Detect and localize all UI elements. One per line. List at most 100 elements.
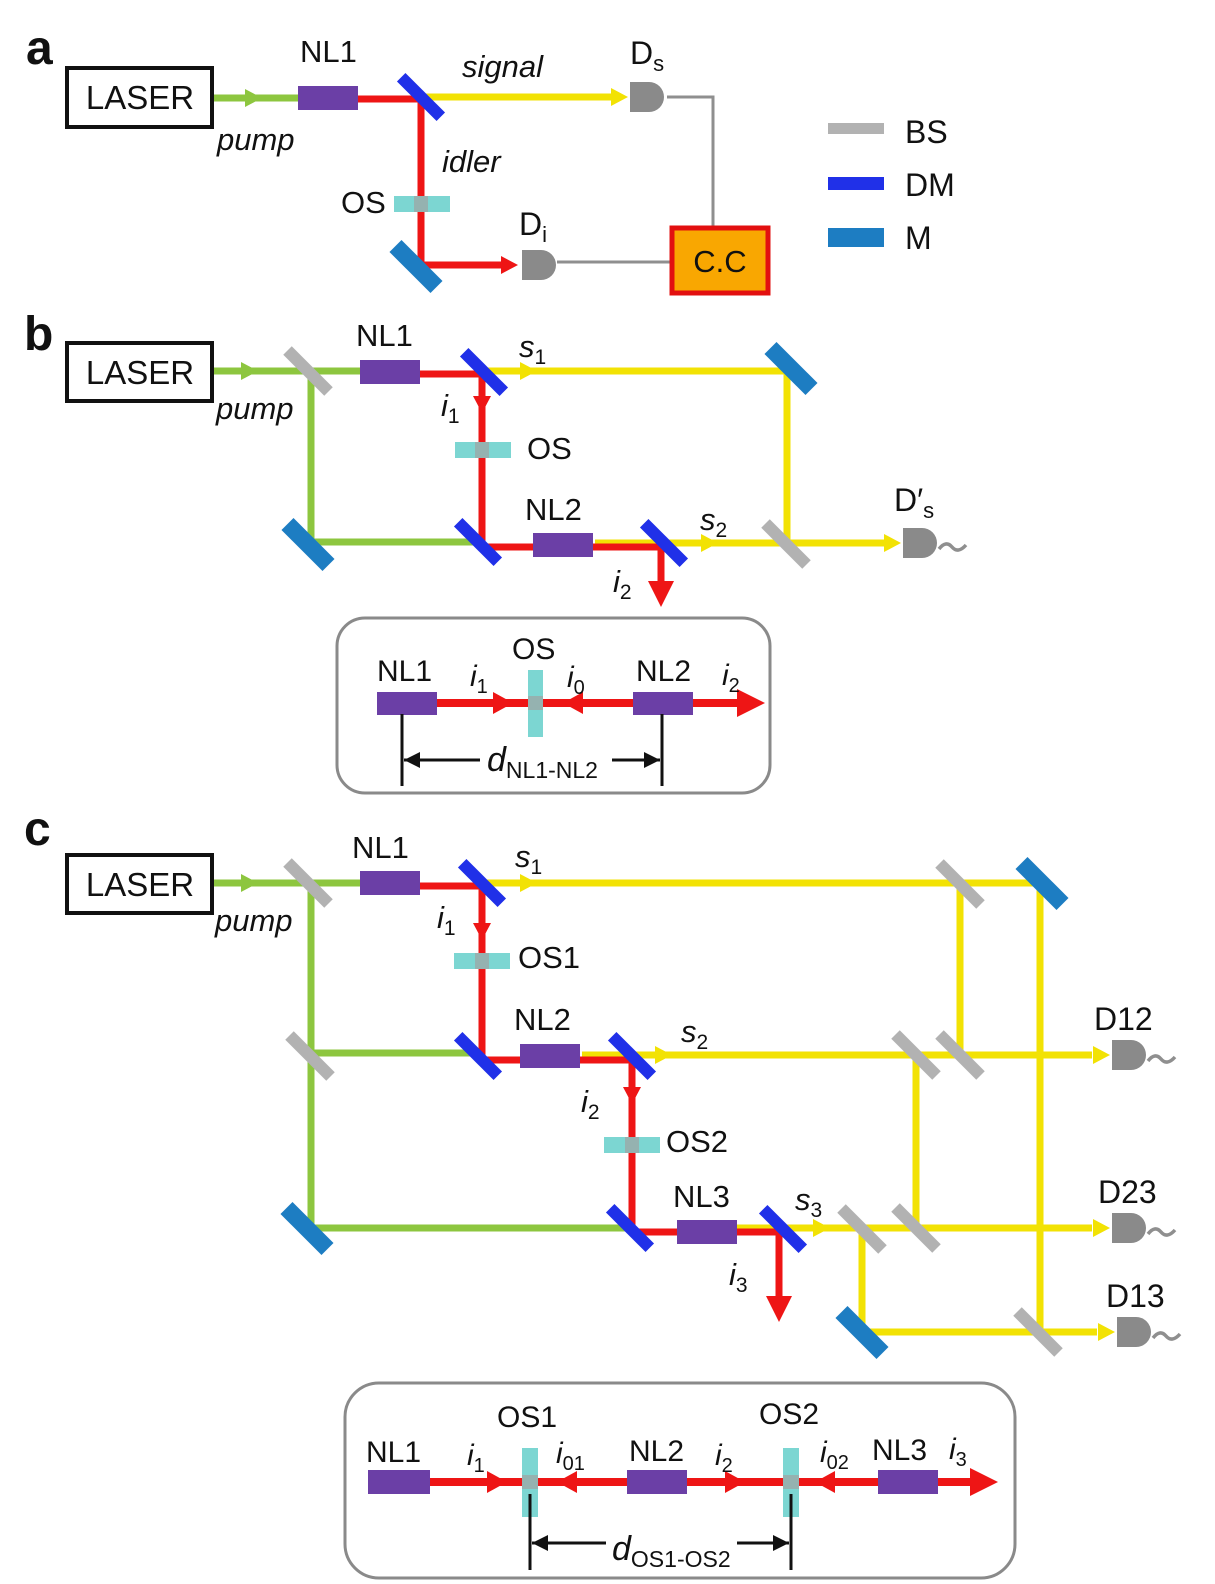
dm-icon-b3: [639, 518, 689, 568]
label-i1-c: i1: [437, 900, 456, 940]
inset-c-arrow-i01: [557, 1471, 577, 1493]
label-pump-b: pump: [215, 391, 294, 426]
inset-c-arrow-i3: [970, 1468, 998, 1496]
label-signal: signal: [462, 49, 544, 84]
mirror-icon-c-tr: [1015, 856, 1069, 911]
inset-c-dim-arrow-l: [532, 1535, 548, 1551]
label-nl1-b: NL1: [356, 318, 413, 353]
laser-box-c: [65, 853, 214, 915]
nl1-crystal-a: [298, 86, 358, 110]
label-ds-prime: D′s: [894, 482, 934, 523]
inset-b-arrow-i0: [563, 692, 583, 714]
bs-icon-c1: [283, 858, 333, 908]
inset-c-label-os2: OS2: [759, 1398, 819, 1431]
os-notch-b: [475, 442, 489, 458]
idler-arrow-a: [501, 256, 518, 274]
inset-b-label-nl1: NL1: [377, 655, 432, 688]
label-nl2-c: NL2: [514, 1002, 571, 1037]
dm-icon-a: [396, 72, 446, 122]
i2-arrow-b: [648, 581, 674, 607]
label-i3-c: i3: [729, 1257, 748, 1297]
legend-swatch-m: [828, 228, 884, 247]
label-di: Di: [519, 206, 547, 247]
detector-d12: [1112, 1040, 1146, 1070]
label-i2-c: i2: [581, 1084, 600, 1124]
label-os-a: OS: [341, 185, 386, 220]
mirror-icon-c-b: [835, 1305, 889, 1360]
dm-icon-c4: [605, 1203, 655, 1253]
panel-c-letter: c: [24, 803, 51, 856]
label-d12: D12: [1094, 1001, 1153, 1037]
legend-swatch-bs: [828, 123, 884, 134]
inset-b-label-i1: i1: [470, 660, 488, 698]
inset-c-label-os1: OS1: [497, 1401, 557, 1434]
inset-c-label-nl1: NL1: [366, 1436, 421, 1469]
label-s3-c: s3: [795, 1182, 822, 1222]
inset-box-b: [335, 616, 772, 795]
bs-icon-c-d13: [1013, 1307, 1063, 1357]
nl1-crystal-c: [360, 871, 420, 895]
s2-det-arrow-c: [1093, 1046, 1110, 1064]
label-d13: D13: [1106, 1278, 1165, 1314]
dm-icon-c3: [607, 1031, 657, 1081]
inset-b-label-d: dNL1-NL2: [487, 741, 598, 783]
label-os2-c: OS2: [666, 1124, 728, 1159]
label-i1-b: i1: [441, 388, 460, 428]
label-os-b: OS: [527, 431, 572, 466]
inset-c-os1-notch: [522, 1475, 538, 1489]
nl2-crystal-c: [520, 1044, 580, 1068]
detector-d13-tail: [1151, 1331, 1182, 1341]
inset-box-c: [343, 1381, 1017, 1580]
pump-arrow-c: [241, 874, 258, 892]
dm-icon-b1: [459, 347, 509, 397]
inset-c-nl2-crystal: [627, 1470, 687, 1494]
dm-icon-c1: [457, 858, 507, 908]
i1-arrow-b: [473, 396, 491, 413]
s1-arrow-c: [520, 874, 537, 892]
laser-label-b: LASER: [86, 354, 194, 391]
inset-b-label-i0: i0: [567, 661, 585, 699]
legend-label-bs: BS: [905, 114, 948, 150]
inset-b-nl1-crystal: [377, 692, 437, 715]
d13-det-arrow-c: [1098, 1323, 1115, 1341]
inset-b-dim-arrow-r: [644, 752, 660, 768]
s3-arrow-c: [813, 1219, 830, 1237]
detector-ds: [630, 82, 664, 112]
inset-c-arrow-i02: [815, 1471, 835, 1493]
inset-c-label-i3: i3: [949, 1433, 967, 1471]
laser-box-b: [65, 341, 214, 403]
inset-c-label-d: dOS1-OS2: [612, 1530, 731, 1572]
label-nl3-c: NL3: [673, 1179, 730, 1214]
inset-c-nl3-crystal: [878, 1470, 938, 1494]
laser-box-a: [65, 66, 214, 129]
bs-icon-c-s3a: [837, 1204, 887, 1254]
legend-label-m: M: [905, 220, 932, 256]
nl3-crystal-c: [677, 1220, 737, 1244]
inset-b-arrow-i2: [737, 689, 765, 717]
legend-label-dm: DM: [905, 167, 955, 203]
laser-label-c: LASER: [86, 866, 194, 903]
inset-b-dim-arrow-l: [404, 752, 420, 768]
detector-ds-prime: [903, 528, 937, 558]
inset-b-label-i2: i2: [722, 659, 740, 697]
inset-b-label-os: OS: [512, 633, 555, 666]
i1-arrow-c: [473, 923, 491, 940]
inset-c-label-nl2: NL2: [629, 1435, 684, 1468]
panel-a-letter: a: [26, 22, 53, 75]
bs-icon-c-s3b: [891, 1203, 941, 1253]
dm-icon-b2: [453, 517, 503, 567]
inset-c-label-i1: i1: [467, 1439, 485, 1477]
s2-arrow-b: [701, 534, 718, 552]
label-nl1-a: NL1: [300, 34, 357, 69]
nl2-crystal-b: [533, 533, 593, 557]
mirror-icon-b1: [281, 517, 335, 572]
label-nl2-b: NL2: [525, 492, 582, 527]
nl1-crystal-b: [360, 360, 420, 384]
label-s1-b: s1: [519, 329, 546, 369]
label-nl1-c: NL1: [352, 830, 409, 865]
inset-c-os2-notch: [783, 1475, 799, 1489]
panel-b-letter: b: [24, 308, 53, 361]
label-i2-b: i2: [613, 564, 632, 604]
